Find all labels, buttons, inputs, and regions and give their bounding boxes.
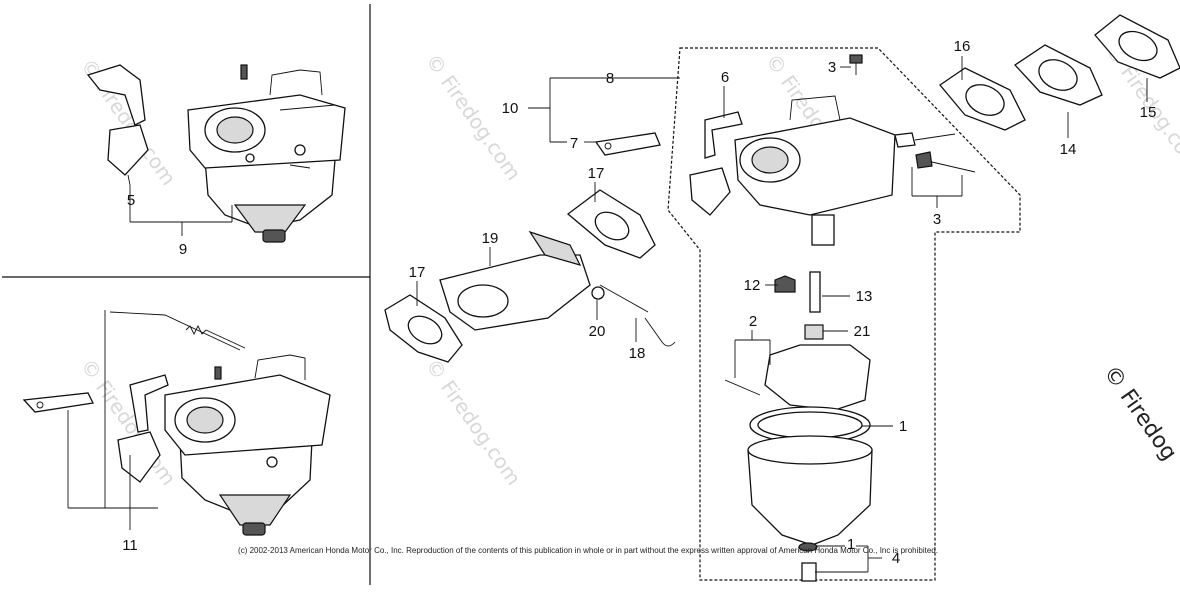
watermark-text: © Firedog.com (421, 354, 526, 490)
part-label-19: 19 (482, 230, 499, 247)
part-label-3: 3 (933, 211, 941, 228)
watermark-edge-text: © Firedog (1098, 361, 1180, 465)
part-label-8: 8 (606, 70, 614, 87)
part-label-20: 20 (589, 323, 606, 340)
part-label-13: 13 (856, 288, 873, 305)
part-label-6: 6 (721, 69, 729, 86)
part-label-3: 3 (828, 59, 836, 76)
copyright-notice: (c) 2002-2013 American Honda Motor Co., … (238, 546, 938, 555)
part-label-15: 15 (1140, 104, 1157, 121)
part-label-21: 21 (854, 323, 871, 340)
part-label-4: 4 (892, 550, 900, 567)
part-labels: 5 9 11 8 10 7 17 19 17 20 18 6 3 3 16 14… (122, 38, 1156, 567)
part-label-2: 2 (749, 313, 757, 330)
part-label-9: 9 (179, 241, 187, 258)
carburetor-assembly-top-left (86, 64, 346, 243)
part-label-17: 17 (588, 165, 605, 182)
center-panel-parts (384, 132, 676, 363)
part-label-16: 16 (954, 38, 971, 55)
carburetor-exploded-right (667, 14, 1180, 582)
part-label-18: 18 (629, 345, 646, 362)
part-label-12: 12 (744, 277, 761, 294)
part-label-1: 1 (899, 418, 907, 435)
part-label-17: 17 (409, 264, 426, 281)
part-label-14: 14 (1060, 141, 1077, 158)
part-label-7: 7 (570, 135, 578, 152)
part-label-1: 1 (847, 536, 855, 553)
leader-lines (67, 56, 1148, 573)
part-label-11: 11 (122, 537, 138, 554)
carburetor-assembly-bottom-left (22, 311, 331, 536)
panel-dividers (2, 4, 371, 585)
part-label-10: 10 (502, 100, 519, 117)
part-label-5: 5 (127, 192, 135, 209)
